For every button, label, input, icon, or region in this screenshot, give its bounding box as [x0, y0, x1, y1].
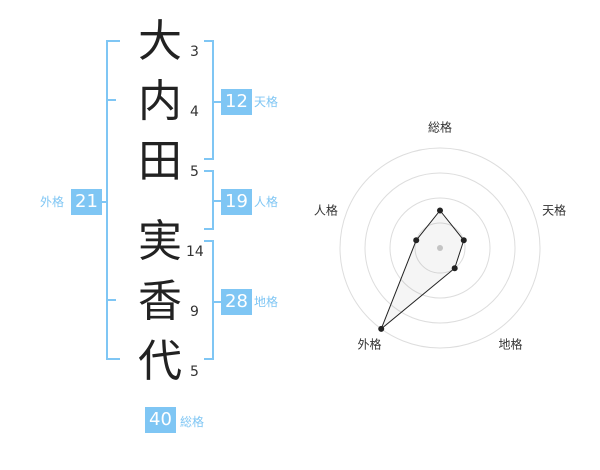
radar-point-1	[437, 207, 443, 214]
radar-ring-4	[339, 147, 541, 349]
radar-point-4	[378, 325, 385, 332]
chikaku-value-badge: 28	[221, 289, 252, 315]
gaikaku-bracket	[106, 40, 120, 360]
radar-axis-label-1: 総格	[428, 120, 452, 135]
soukaku-value-badge: 40	[145, 407, 176, 433]
tenkaku-label: 天格	[254, 95, 279, 109]
radar-point-5	[413, 237, 420, 244]
stroke-count-3: 5	[190, 164, 199, 180]
name-char-4: 実	[138, 216, 182, 267]
radar-axis-label-4: 外格	[357, 337, 381, 352]
stroke-count-2: 4	[190, 104, 199, 120]
gaikaku-label: 外格	[40, 195, 65, 209]
jinkaku-label: 人格	[254, 195, 279, 209]
stroke-count-5: 9	[190, 304, 199, 320]
jinkaku-bracket-connector	[213, 200, 221, 202]
name-char-1: 大	[138, 16, 182, 67]
chikaku-bracket-connector	[213, 301, 221, 303]
soukaku-label: 総格	[180, 415, 205, 429]
radar-center-dot	[437, 245, 443, 251]
chikaku-bracket	[204, 240, 214, 360]
tenkaku-bracket-connector	[213, 101, 221, 103]
tenkaku-value-badge: 12	[221, 89, 252, 115]
chikaku-label: 地格	[254, 295, 279, 309]
radar-ring-3	[364, 172, 516, 324]
name-char-2: 内	[138, 76, 182, 127]
stroke-count-6: 5	[190, 364, 199, 380]
gaikaku-bracket-tick-2	[106, 299, 116, 301]
radar-axis-label-3: 地格	[499, 337, 523, 352]
stroke-count-1: 3	[190, 44, 199, 60]
radar-point-2	[460, 237, 467, 244]
name-char-6: 代	[138, 336, 182, 387]
name-char-5: 香	[138, 276, 182, 327]
jinkaku-value-badge: 19	[221, 189, 252, 215]
gaikaku-bracket-connector	[100, 201, 107, 203]
stroke-count-4: 14	[186, 244, 204, 260]
radar-ring-2	[389, 197, 491, 299]
radar-axis-label-5: 人格	[314, 202, 338, 217]
gaikaku-bracket-tick-1	[106, 99, 116, 101]
radar-point-3	[451, 265, 458, 272]
radar-ring-1	[414, 222, 466, 274]
gaikaku-value-badge: 21	[71, 189, 102, 215]
tenkaku-bracket	[204, 40, 214, 160]
radar-series-polygon	[380, 209, 465, 330]
radar-axis-label-2: 天格	[542, 202, 566, 217]
name-char-3: 田	[138, 136, 182, 187]
